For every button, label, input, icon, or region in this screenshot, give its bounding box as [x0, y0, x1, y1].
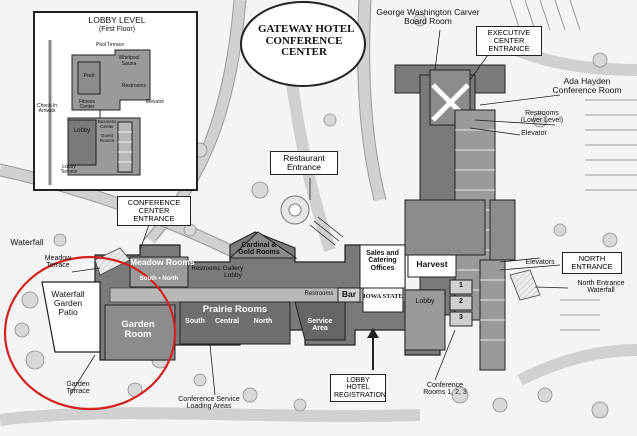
- room-meadow: Meadow Rooms: [130, 257, 195, 267]
- inset-guest-rooms: Guest Rooms: [99, 133, 115, 143]
- room-3: 3: [459, 314, 463, 321]
- room-iowa-state: IOWA STATE: [363, 293, 403, 300]
- harvest-block: [404, 199, 486, 256]
- label-board-room: George Washington Carver Board Room: [376, 7, 480, 26]
- room-restrooms: Restrooms: [191, 266, 221, 272]
- room-sales-catering: Sales and Catering Offices: [366, 250, 399, 272]
- label-conference-rooms: Conference Rooms 1, 2, 3: [423, 382, 467, 397]
- inset-whirlpool: Whirlpool: [118, 55, 140, 61]
- title-line-1: GATEWAY HOTEL: [258, 23, 355, 35]
- room-garden: Garden Room: [121, 319, 155, 340]
- conference-building: [94, 231, 473, 361]
- inset-lobby: Lobby: [73, 128, 91, 134]
- room-bar: Bar: [341, 289, 357, 299]
- room-lobby: Lobby: [415, 298, 435, 305]
- room-restrooms-2: Restrooms: [304, 291, 334, 297]
- room-prairie-central: Central: [214, 318, 240, 325]
- title-badge: [240, 1, 366, 87]
- room-2: 2: [459, 298, 463, 305]
- inset-sauna: Sauna: [121, 61, 137, 67]
- leader-lines: [69, 29, 569, 396]
- map-title: GATEWAY HOTEL CONFERENCE CENTER: [258, 23, 355, 59]
- room-meadow-subdivisions: South • North: [139, 276, 179, 282]
- label-elevator: Elevator: [521, 130, 547, 137]
- parking-right: [509, 0, 637, 331]
- inset-fitness: Fitness Center: [78, 99, 96, 111]
- inset-drawing: [48, 40, 151, 185]
- inset-pool-terrace: Pool Terrace: [96, 42, 124, 48]
- inset-restrooms: Restrooms: [121, 83, 147, 89]
- inset-lobby-terrace: Lobby Terrace: [60, 164, 78, 176]
- inset-business: Business Center: [97, 119, 117, 129]
- title-line-2: CONFERENCE: [265, 34, 343, 47]
- room-prairie-north: North: [253, 318, 273, 325]
- room-harvest: Harvest: [416, 259, 448, 269]
- room-cardinal-gold: Cardinal & Gold Rooms: [238, 242, 280, 257]
- restaurant-stairs: [309, 216, 344, 246]
- north-waterfall: [509, 269, 541, 301]
- highlight-circle: [3, 255, 177, 411]
- label-restaurant-entrance: Restaurant Entrance: [270, 151, 338, 175]
- label-waterfall: Waterfall: [10, 237, 44, 247]
- label-waterfall-patio: Waterfall Garden Patio: [51, 289, 85, 317]
- label-ada-hayden: Ada Hayden Conference Room: [552, 76, 622, 95]
- inset-title: LOBBY LEVEL: [88, 15, 146, 25]
- label-meadow-terrace: Meadow Terrace: [44, 255, 72, 270]
- title-line-3: CENTER: [281, 46, 327, 59]
- inset-subtitle: (First Floor): [98, 26, 136, 33]
- label-elevators: Elevators: [525, 259, 555, 266]
- label-north-waterfall: North Entrance Waterfall: [577, 280, 625, 295]
- label-loading: Conference Service Loading Areas: [178, 396, 240, 411]
- room-prairie-south: South: [185, 318, 205, 325]
- room-service-area: Service Area: [307, 318, 333, 333]
- waterfall-garden-patio: [41, 281, 101, 353]
- label-garden-terrace: Garden Terrace: [66, 381, 90, 396]
- label-conference-entrance: CONFERENCE CENTER ENTRANCE: [117, 196, 191, 226]
- inset-pool: Pool: [83, 73, 95, 79]
- label-lobby-registration: LOBBY HOTEL REGISTRATION: [330, 374, 386, 403]
- label-executive-entrance: EXECUTIVE CENTER ENTRANCE: [476, 26, 542, 56]
- inset-checkin: Check-In Arrivals: [36, 103, 57, 115]
- room-gallery-lobby: Gallery Lobby: [222, 265, 244, 279]
- label-restrooms-lower: Restrooms (Lower Level): [520, 110, 564, 125]
- inset-elevator: Elevator: [145, 99, 165, 105]
- room-prairie: Prairie Rooms: [202, 304, 268, 315]
- label-north-entrance: NORTH ENTRANCE: [562, 252, 622, 274]
- room-1: 1: [459, 282, 463, 289]
